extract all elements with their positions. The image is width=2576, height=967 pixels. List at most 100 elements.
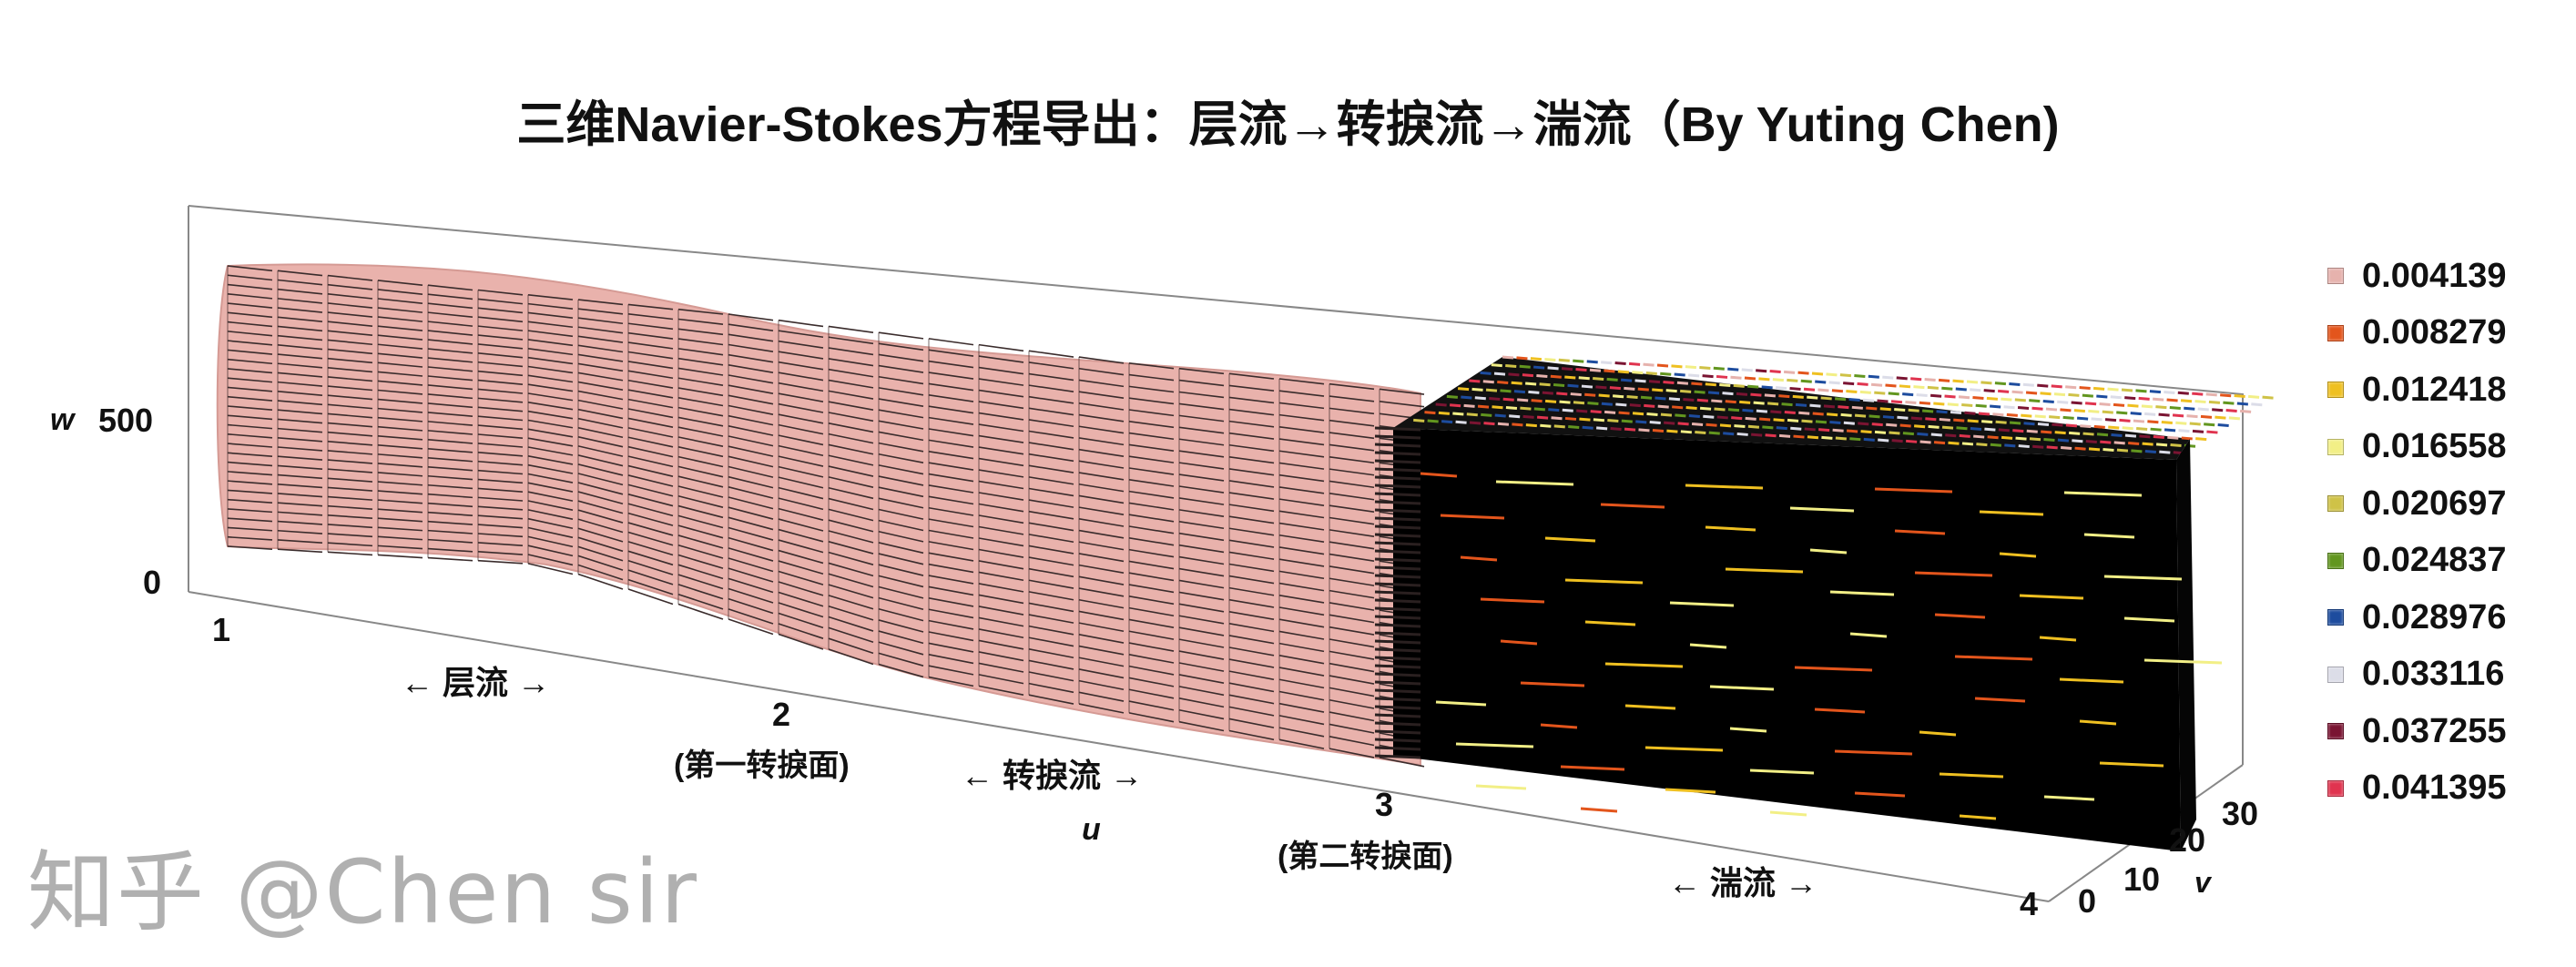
flow-vector [327, 533, 373, 538]
flow-vector [1028, 682, 1074, 694]
turbulent-vector [2195, 437, 2207, 442]
turbulent-vector [2061, 446, 2072, 451]
flow-vector [1128, 455, 1175, 463]
turbulent-vector [1846, 429, 1858, 433]
turbulent-vector [2065, 385, 2077, 390]
turbulent-vector [2143, 658, 2223, 665]
turbulent-vector [1587, 402, 1599, 405]
turbulent-vector [1695, 430, 1706, 434]
flow-vector [627, 417, 674, 429]
flow-vector [327, 357, 373, 364]
flow-vector [477, 551, 524, 555]
turbulent-vector [1817, 388, 1829, 392]
turbulent-vector [2170, 443, 2182, 448]
flow-vector [1178, 521, 1225, 530]
flow-vector [1278, 595, 1325, 604]
flow-vector [1178, 532, 1225, 542]
flow-vector [1278, 667, 1325, 677]
flow-vector [477, 514, 524, 520]
turbulent-vector [2046, 445, 2058, 450]
turbulent-vector [1580, 807, 1618, 813]
turbulent-vector [1928, 424, 1940, 429]
turbulent-vector [1550, 374, 1562, 379]
flow-vector [1374, 639, 1421, 645]
flow-vector [1228, 420, 1275, 428]
flow-vector [978, 537, 1024, 547]
turbulent-vector [1973, 434, 1985, 439]
flow-vector [728, 414, 774, 426]
flow-vector [1078, 703, 1125, 714]
flow-vector [1278, 642, 1325, 653]
flow-vector [427, 421, 473, 426]
turbulent-vector [2192, 392, 2204, 396]
flow-vector [1228, 635, 1275, 645]
flow-vector [377, 343, 423, 350]
flow-vector [577, 564, 624, 581]
turbulent-vector [1604, 662, 1684, 668]
turbulent-vector [1800, 379, 1812, 383]
flow-vector [1128, 630, 1175, 640]
flow-vector [728, 516, 774, 531]
flow-vector [1374, 484, 1421, 489]
box-edge-back [188, 205, 2244, 765]
flow-vector [1329, 565, 1375, 575]
turbulent-vector [2155, 443, 2168, 447]
flow-vector [728, 506, 774, 520]
flow-vector [227, 508, 273, 514]
turbulent-vector [1709, 685, 1775, 691]
flow-vector [1128, 514, 1175, 523]
flow-vector [1228, 539, 1275, 548]
turbulent-vector [2116, 448, 2129, 453]
turbulent-vector [1829, 590, 1895, 596]
turbulent-vector [2049, 415, 2061, 420]
flow-vector [1078, 437, 1125, 446]
turbulent-vector [1814, 707, 1866, 714]
flow-vector [1028, 567, 1074, 578]
flow-vector [627, 341, 674, 350]
turbulent-vector [2124, 433, 2137, 438]
flow-vector [1178, 544, 1225, 554]
flow-vector [1028, 534, 1074, 544]
w-axis-label: w [50, 402, 76, 437]
turbulent-vector [1420, 472, 1458, 478]
flow-vector [227, 471, 273, 476]
flow-vector [527, 437, 574, 447]
flow-vector [327, 514, 373, 520]
turbulent-vector [2059, 677, 2124, 684]
flow-vector [1078, 529, 1125, 539]
flow-vector [377, 352, 423, 359]
turbulent-vector [1885, 383, 1897, 388]
turbulent-vector [1469, 421, 1481, 425]
turbulent-vector [2073, 409, 2086, 413]
turbulent-vector [1536, 415, 1549, 420]
flow-vector [978, 446, 1024, 455]
turbulent-vector [1929, 393, 1942, 398]
turbulent-vector [2071, 401, 2082, 405]
flow-vector [577, 308, 624, 315]
turbulent-vector [1440, 514, 1505, 520]
flow-vector [277, 334, 323, 341]
turbulent-vector [1778, 433, 1791, 438]
flow-vector [427, 520, 473, 525]
turbulent-vector [1807, 395, 1818, 400]
flow-vector [1028, 407, 1074, 416]
turbulent-vector [1970, 426, 1982, 431]
turbulent-vector [1705, 382, 1716, 387]
legend-swatch [2327, 268, 2344, 285]
turbulent-vector [2144, 449, 2156, 453]
turbulent-vector [1691, 382, 1703, 386]
flow-vector [277, 270, 323, 277]
turbulent-vector [1512, 422, 1523, 427]
flow-vector [978, 606, 1024, 616]
turbulent-vector [2116, 411, 2128, 415]
turbulent-vector [1730, 375, 1742, 380]
turbulent-vector [2023, 422, 2035, 426]
turbulent-vector [1676, 381, 1689, 385]
flow-vector [728, 333, 774, 342]
turbulent-vector [1596, 426, 1608, 431]
turbulent-vector [1787, 418, 1799, 422]
flow-vector [1228, 492, 1275, 500]
flow-vector [978, 628, 1024, 639]
flow-vector [327, 293, 373, 300]
flow-vector [828, 637, 874, 655]
